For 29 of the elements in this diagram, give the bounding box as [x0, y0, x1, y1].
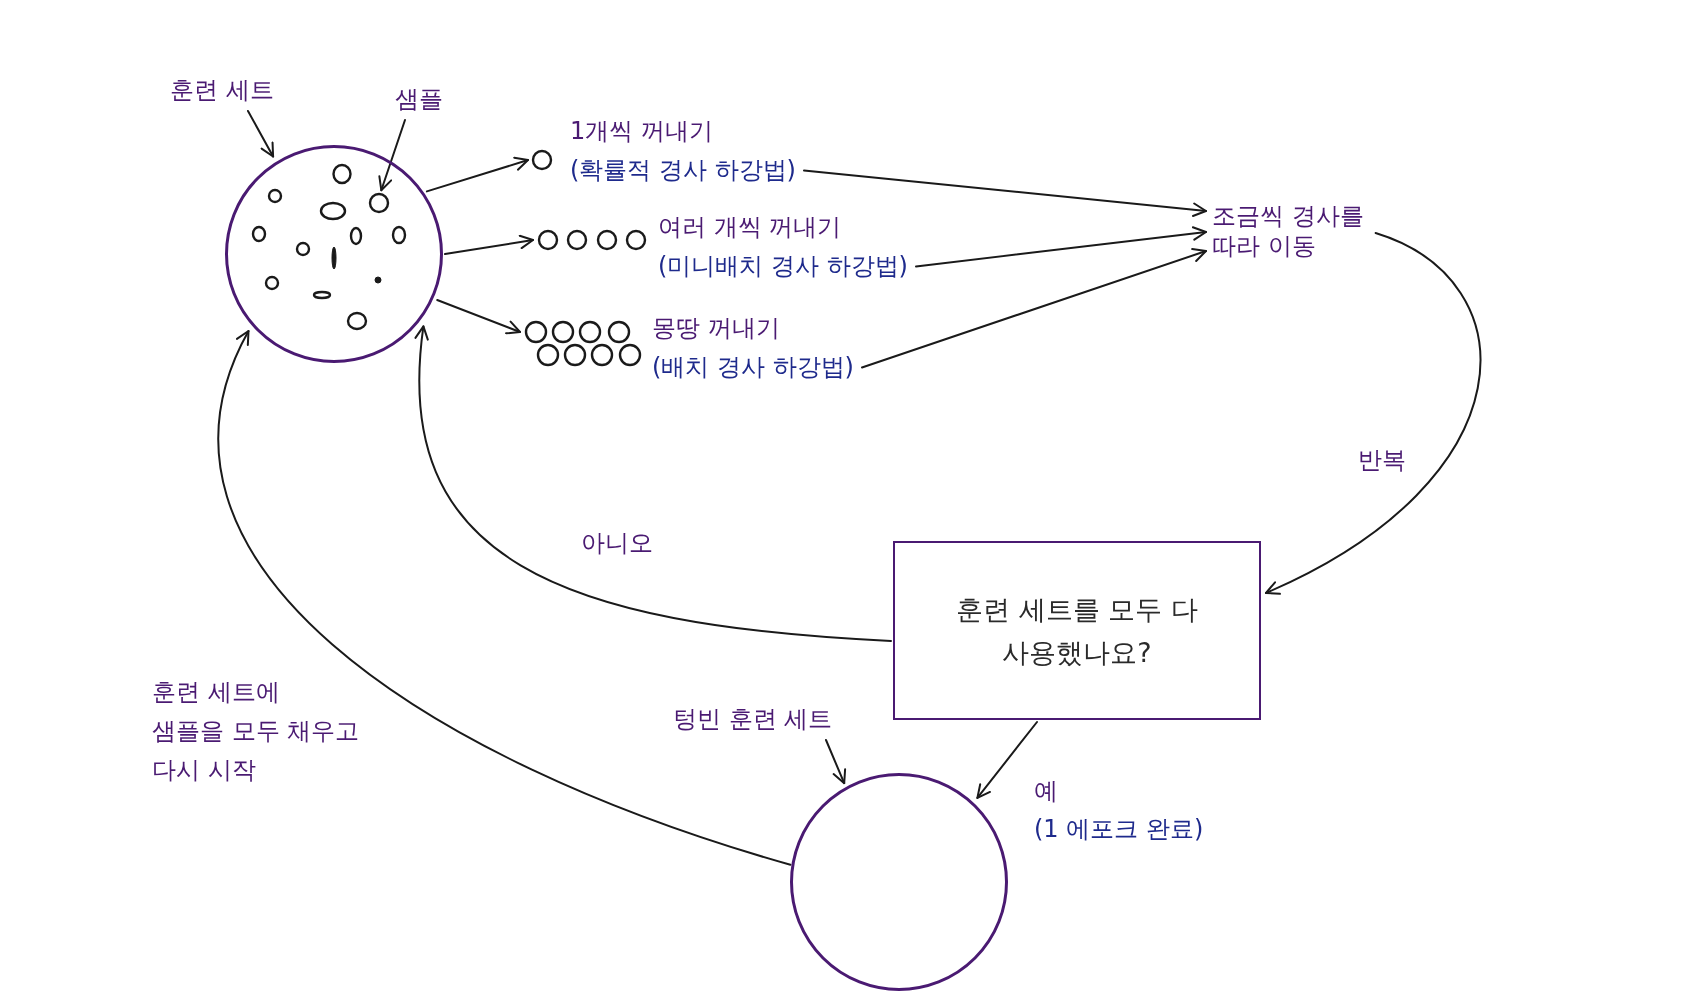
- method-title: 여러 개씩 꺼내기: [658, 212, 843, 243]
- callout-text: 샘플: [395, 84, 443, 114]
- arrow: [444, 234, 534, 255]
- leader-arrow: [378, 119, 406, 192]
- method-subtitle: (미니배치 경사 하강법): [658, 251, 908, 282]
- arrow: [803, 169, 1207, 217]
- edge-label: 훈련 세트에 샘플을 모두 채우고 다시 시작: [152, 677, 360, 786]
- arrow: [436, 299, 521, 335]
- method-subtitle: (확률적 경사 하강법): [570, 155, 796, 186]
- curved-arrow: [1265, 232, 1482, 595]
- edge-label: 아니오: [581, 528, 653, 559]
- arrow: [425, 156, 529, 193]
- curved-arrow: [217, 330, 792, 866]
- note-text: (1 에포크 완료): [1034, 814, 1204, 844]
- edge-label: 반복: [1358, 445, 1406, 476]
- arrow: [976, 721, 1038, 799]
- leader-arrow: [825, 739, 847, 785]
- edge-label: 예: [1034, 776, 1058, 807]
- curved-arrow: [415, 325, 892, 642]
- callout-text: 텅빈 훈련 세트: [673, 704, 833, 734]
- callout-text: 훈련 세트: [170, 75, 274, 105]
- leader-arrow: [247, 110, 275, 158]
- step-text: 조금씩 경사를 따라 이동: [1212, 201, 1364, 261]
- method-subtitle: (배치 경사 하강법): [652, 352, 854, 383]
- method-title: 1개씩 꺼내기: [570, 116, 714, 147]
- arrow: [861, 248, 1207, 369]
- decision-box: 훈련 세트를 모두 다 사용했나요?: [893, 541, 1261, 720]
- arrow: [915, 226, 1207, 268]
- method-title: 몽땅 꺼내기: [652, 313, 781, 344]
